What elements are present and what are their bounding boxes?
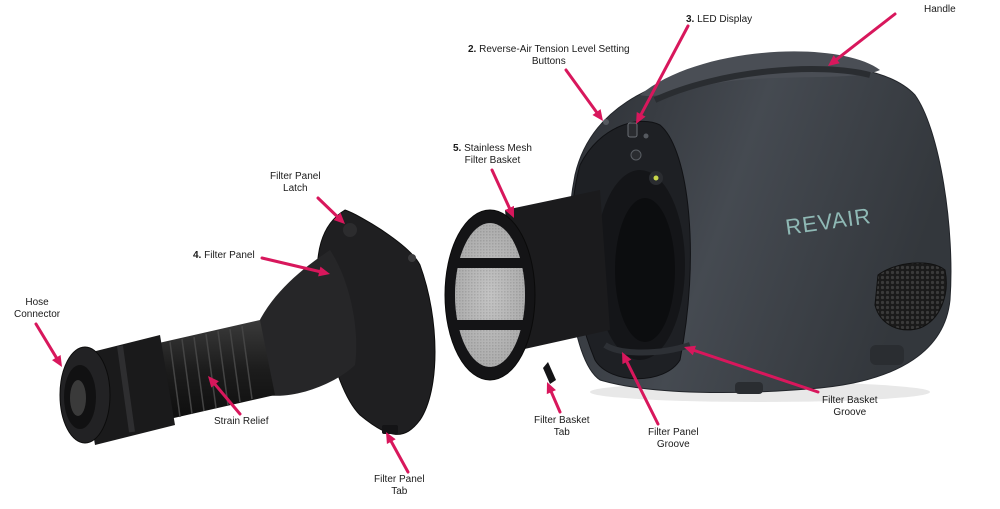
label-tension-buttons: 2. Reverse-Air Tension Level Setting But… [468,44,630,67]
label-led-display: 3. LED Display [686,14,753,25]
label-basket-groove: Filter Basket Groove [822,395,878,418]
arrow-mesh-basket [490,168,514,218]
mesh-filter-basket [444,190,610,384]
label-hose-connector: Hose Connector [14,297,61,320]
label-panel-latch: Filter Panel Latch [270,171,321,194]
arrow-basket-tab [546,382,562,414]
arrow-tension-buttons [564,68,603,121]
label-mesh-basket: 5. Stainless Mesh Filter Basket [453,143,532,166]
arrow-led-display [636,24,690,124]
arrow-basket-groove [684,345,820,394]
main-unit: REVAIR [567,51,952,402]
label-panel-tab: Filter Panel Tab [374,474,425,497]
arrow-hose-connector [34,322,62,367]
arrow-panel-groove [622,352,660,426]
label-handle: Handle [924,4,956,15]
strain-relief-hose [150,320,275,420]
filter-panel-part [255,209,436,435]
callout-arrows [34,12,897,474]
hose-connector-part [59,335,175,445]
label-panel-groove: Filter Panel Groove [648,427,699,450]
arrow-panel-latch [316,196,345,224]
label-filter-panel: 4. Filter Panel [193,250,255,261]
arrow-filter-panel [260,256,330,277]
arrow-strain-relief [208,376,242,416]
arrow-handle [828,12,897,66]
label-strain-relief: Strain Relief [214,416,269,427]
label-basket-tab: Filter Basket Tab [534,415,590,438]
arrow-panel-tab [386,432,410,474]
